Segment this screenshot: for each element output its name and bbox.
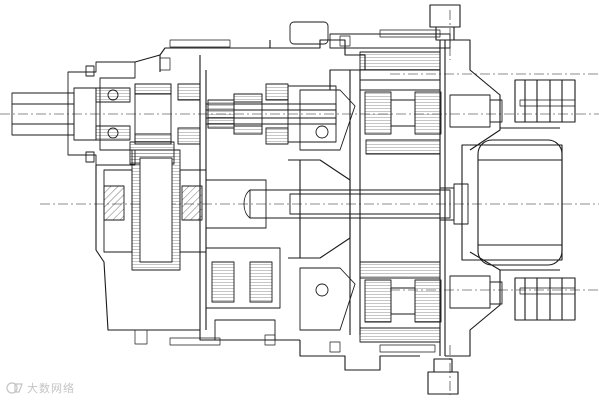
intermediate-shaft: [205, 83, 337, 145]
watermark-text: 大数网络: [27, 382, 75, 395]
watermark-logo-icon: [6, 382, 23, 394]
lower-gear-pair: [103, 149, 267, 271]
input-shaft: [11, 87, 97, 141]
bolts: [134, 29, 576, 353]
upper-planet-stage: [289, 21, 503, 155]
right-output-stage: [427, 4, 576, 395]
watermark: 大数网络: [6, 379, 75, 397]
input-bearings: [95, 83, 201, 145]
lower-planet-stage: [205, 247, 503, 343]
left-end-cover: [67, 61, 136, 166]
